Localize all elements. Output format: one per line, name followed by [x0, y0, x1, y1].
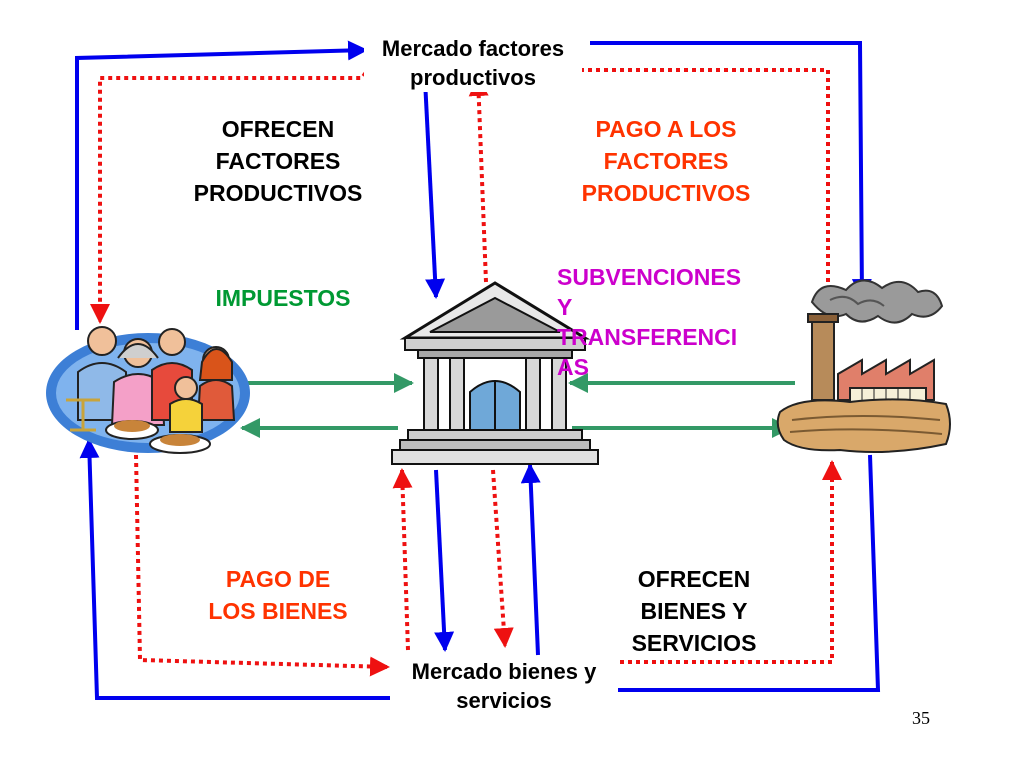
label-offer-goods: OFRECEN BIENES Y SERVICIOS	[584, 563, 804, 659]
factor-market-line-1: Mercado factores	[381, 36, 565, 61]
label-pay-goods: PAGO DE LOS BIENES	[172, 563, 384, 627]
factory-clipart-icon	[776, 279, 951, 453]
label-subsidies-line-4: AS	[557, 354, 589, 380]
flow-firms-to-goods-market	[574, 454, 881, 700]
label-offer-goods-line-2: BIENES Y	[640, 598, 748, 624]
goods-market-line-1: Mercado bienes y	[411, 659, 597, 684]
flow-government-to-factor-market	[468, 76, 489, 283]
flow-factor-market-to-firms	[590, 41, 872, 299]
label-offer-goods-line-1: OFRECEN	[637, 566, 751, 592]
goods-market-line-2: servicios	[456, 688, 552, 713]
page-number: 35	[912, 708, 930, 728]
label-subsidies: SUBVENCIONES Y TRANSFERENCI AS	[557, 262, 797, 382]
flow-households-payments-to-goods-market	[134, 454, 390, 677]
label-subsidies-line-2: Y	[557, 294, 573, 320]
flow-government-to-goods-market	[434, 469, 455, 652]
goods-market-node: Mercado bienes y servicios	[390, 657, 618, 715]
flow-goods-market-payments-to-firms	[612, 460, 842, 664]
government-building-icon	[391, 281, 599, 465]
label-pay-factors-line-3: PRODUCTIVOS	[581, 180, 751, 206]
flow-goods-market-payments-to-government	[392, 468, 413, 651]
label-pay-factors: PAGO A LOS FACTORES PRODUCTIVOS	[552, 113, 780, 209]
label-offer-factors: OFRECEN FACTORES PRODUCTIVOS	[164, 113, 392, 209]
label-pay-factors-line-2: FACTORES	[603, 148, 729, 174]
label-subsidies-line-1: SUBVENCIONES	[557, 264, 742, 290]
flow-firms-payments-to-factor-market	[553, 60, 830, 282]
factor-market-node: Mercado factores productivos	[364, 34, 582, 92]
label-pay-goods-line-1: PAGO DE	[225, 566, 331, 592]
flow-households-to-factor-market	[75, 40, 368, 330]
label-taxes: IMPUESTOS	[215, 285, 351, 311]
label-pay-factors-line-1: PAGO A LOS	[595, 116, 737, 142]
flow-factor-market-to-government	[423, 79, 446, 299]
label-pay-goods-line-2: LOS BIENES	[208, 598, 348, 624]
label-offer-goods-line-3: SERVICIOS	[631, 630, 757, 656]
label-offer-factors-line-1: OFRECEN	[221, 116, 335, 142]
flow-goods-market-to-households	[79, 438, 398, 700]
label-offer-factors-line-3: PRODUCTIVOS	[193, 180, 363, 206]
family-clipart-icon	[46, 326, 250, 454]
label-offer-factors-line-2: FACTORES	[215, 148, 341, 174]
flow-goods-market-to-government	[520, 463, 541, 656]
flow-government-to-goods-market-money	[491, 469, 514, 648]
label-subsidies-line-3: TRANSFERENCI	[557, 324, 738, 350]
factor-market-line-2: productivos	[410, 65, 536, 90]
